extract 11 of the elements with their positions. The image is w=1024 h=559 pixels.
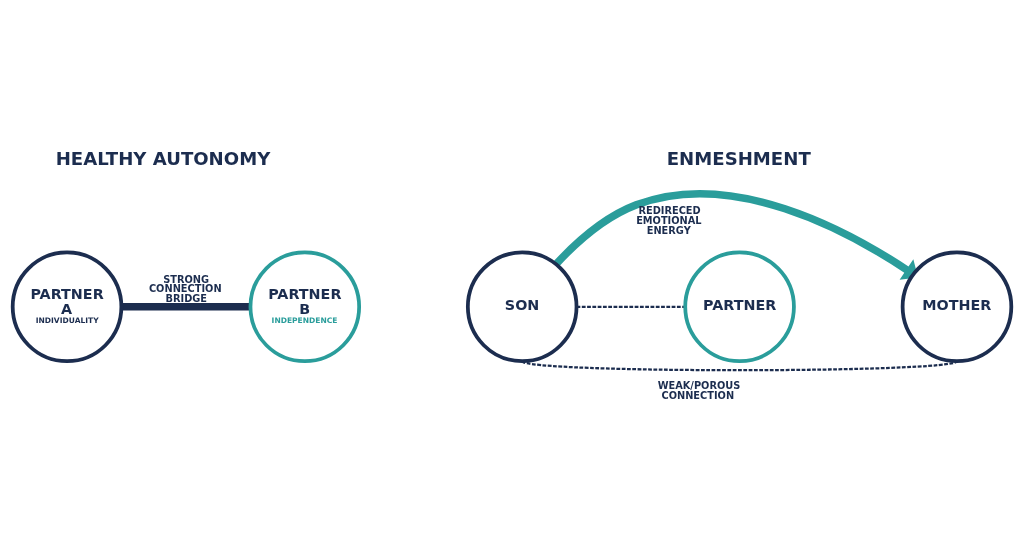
- label: ENMESHMENT: [666, 147, 811, 169]
- node-circle: PARTNER B INDEPENDENCE: [248, 250, 362, 363]
- node-circle: SON: [465, 250, 579, 363]
- node-circle: PARTNER: [683, 250, 796, 363]
- node-circle: PARTNER A INDIVIDUALITY: [10, 250, 124, 363]
- edge-label: STRONG CONNECTION BRIDGE: [148, 273, 222, 304]
- connector: [121, 302, 251, 311]
- edge-label: REDIRECED EMOTIONAL ENERGY: [636, 204, 702, 235]
- edge-label: WEAK/POROUS CONNECTION: [657, 379, 741, 401]
- arrow: [553, 189, 919, 280]
- label: HEALTHY AUTONOMY: [55, 147, 271, 169]
